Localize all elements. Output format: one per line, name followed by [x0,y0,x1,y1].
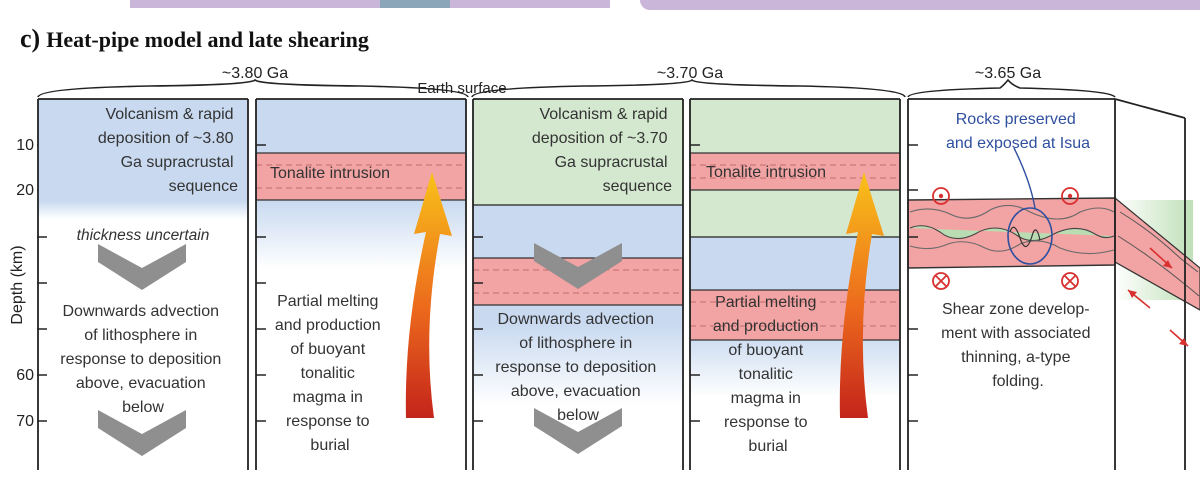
out-of-page-symbol-icon [1061,187,1079,205]
axis-label: Depth (km) [9,245,26,324]
deposition-text: Volcanism & rapid deposition of ~3.70 Ga… [532,106,672,195]
axis-tick-label: 60 [16,367,34,384]
axis-tick-label: 20 [16,182,34,199]
magma-arrow [839,172,884,418]
chevron-down-icon [98,410,186,456]
top-edge-decoration [380,0,450,8]
isua-label: Rocks preserved and exposed at Isua [946,111,1090,152]
panel-5: Rocks preserved and exposed at Isua Shea… [907,98,1200,470]
into-page-symbol-icon [1061,272,1079,290]
axis-tick-label: 70 [16,413,34,430]
melting-text: Partial melting and production of buoyan… [275,293,385,454]
shear-text: Shear zone develop- ment with associated… [941,301,1095,390]
earth-surface-label: Earth surface [417,80,506,97]
panel-1: Volcanism & rapid deposition of ~3.80 Ga… [37,98,249,470]
deposition-text: Volcanism & rapid deposition of ~3.80 Ga… [98,106,238,195]
chevron-down-icon [98,244,186,290]
tonalite-label: Tonalite intrusion [706,164,826,181]
panel-2: Tonalite intrusion Partial melting and p… [255,98,467,470]
panel-letter: c) [20,24,41,53]
age-brace-3: ~3.65 Ga [907,65,1116,98]
axis-tick-label: 10 [16,137,34,154]
top-edge-decoration [640,0,1200,10]
chevron-down-icon [534,243,622,289]
advection-text: Downwards advection of lithosphere in re… [495,311,660,424]
figure-title: c)Heat-pipe model and late shearing [20,24,369,54]
age-brace-2: ~3.70 Ga [471,65,906,98]
age-label: ~3.80 Ga [222,65,288,82]
melting-text: Partial melting and production of buoyan… [713,294,823,455]
title-text: Heat-pipe model and late shearing [46,27,369,52]
tonalite-label: Tonalite intrusion [270,165,390,182]
out-of-page-symbol-icon [932,187,950,205]
chevron-down-icon [534,408,622,454]
panel-4: Tonalite intrusion Partial melting and p… [689,98,901,470]
panel-3: Volcanism & rapid deposition of ~3.70 Ga… [472,98,684,470]
age-label: ~3.65 Ga [975,65,1041,82]
age-label: ~3.70 Ga [657,65,723,82]
age-brace-1: ~3.80 Ga [37,65,469,98]
magma-arrow [405,172,452,418]
advection-text: Downwards advection of lithosphere in re… [60,303,225,416]
top-edge-decoration [130,0,610,8]
isua-highlight-ring [1007,207,1053,265]
into-page-symbol-icon [932,272,950,290]
thickness-uncertain-label: thickness uncertain [77,227,210,244]
